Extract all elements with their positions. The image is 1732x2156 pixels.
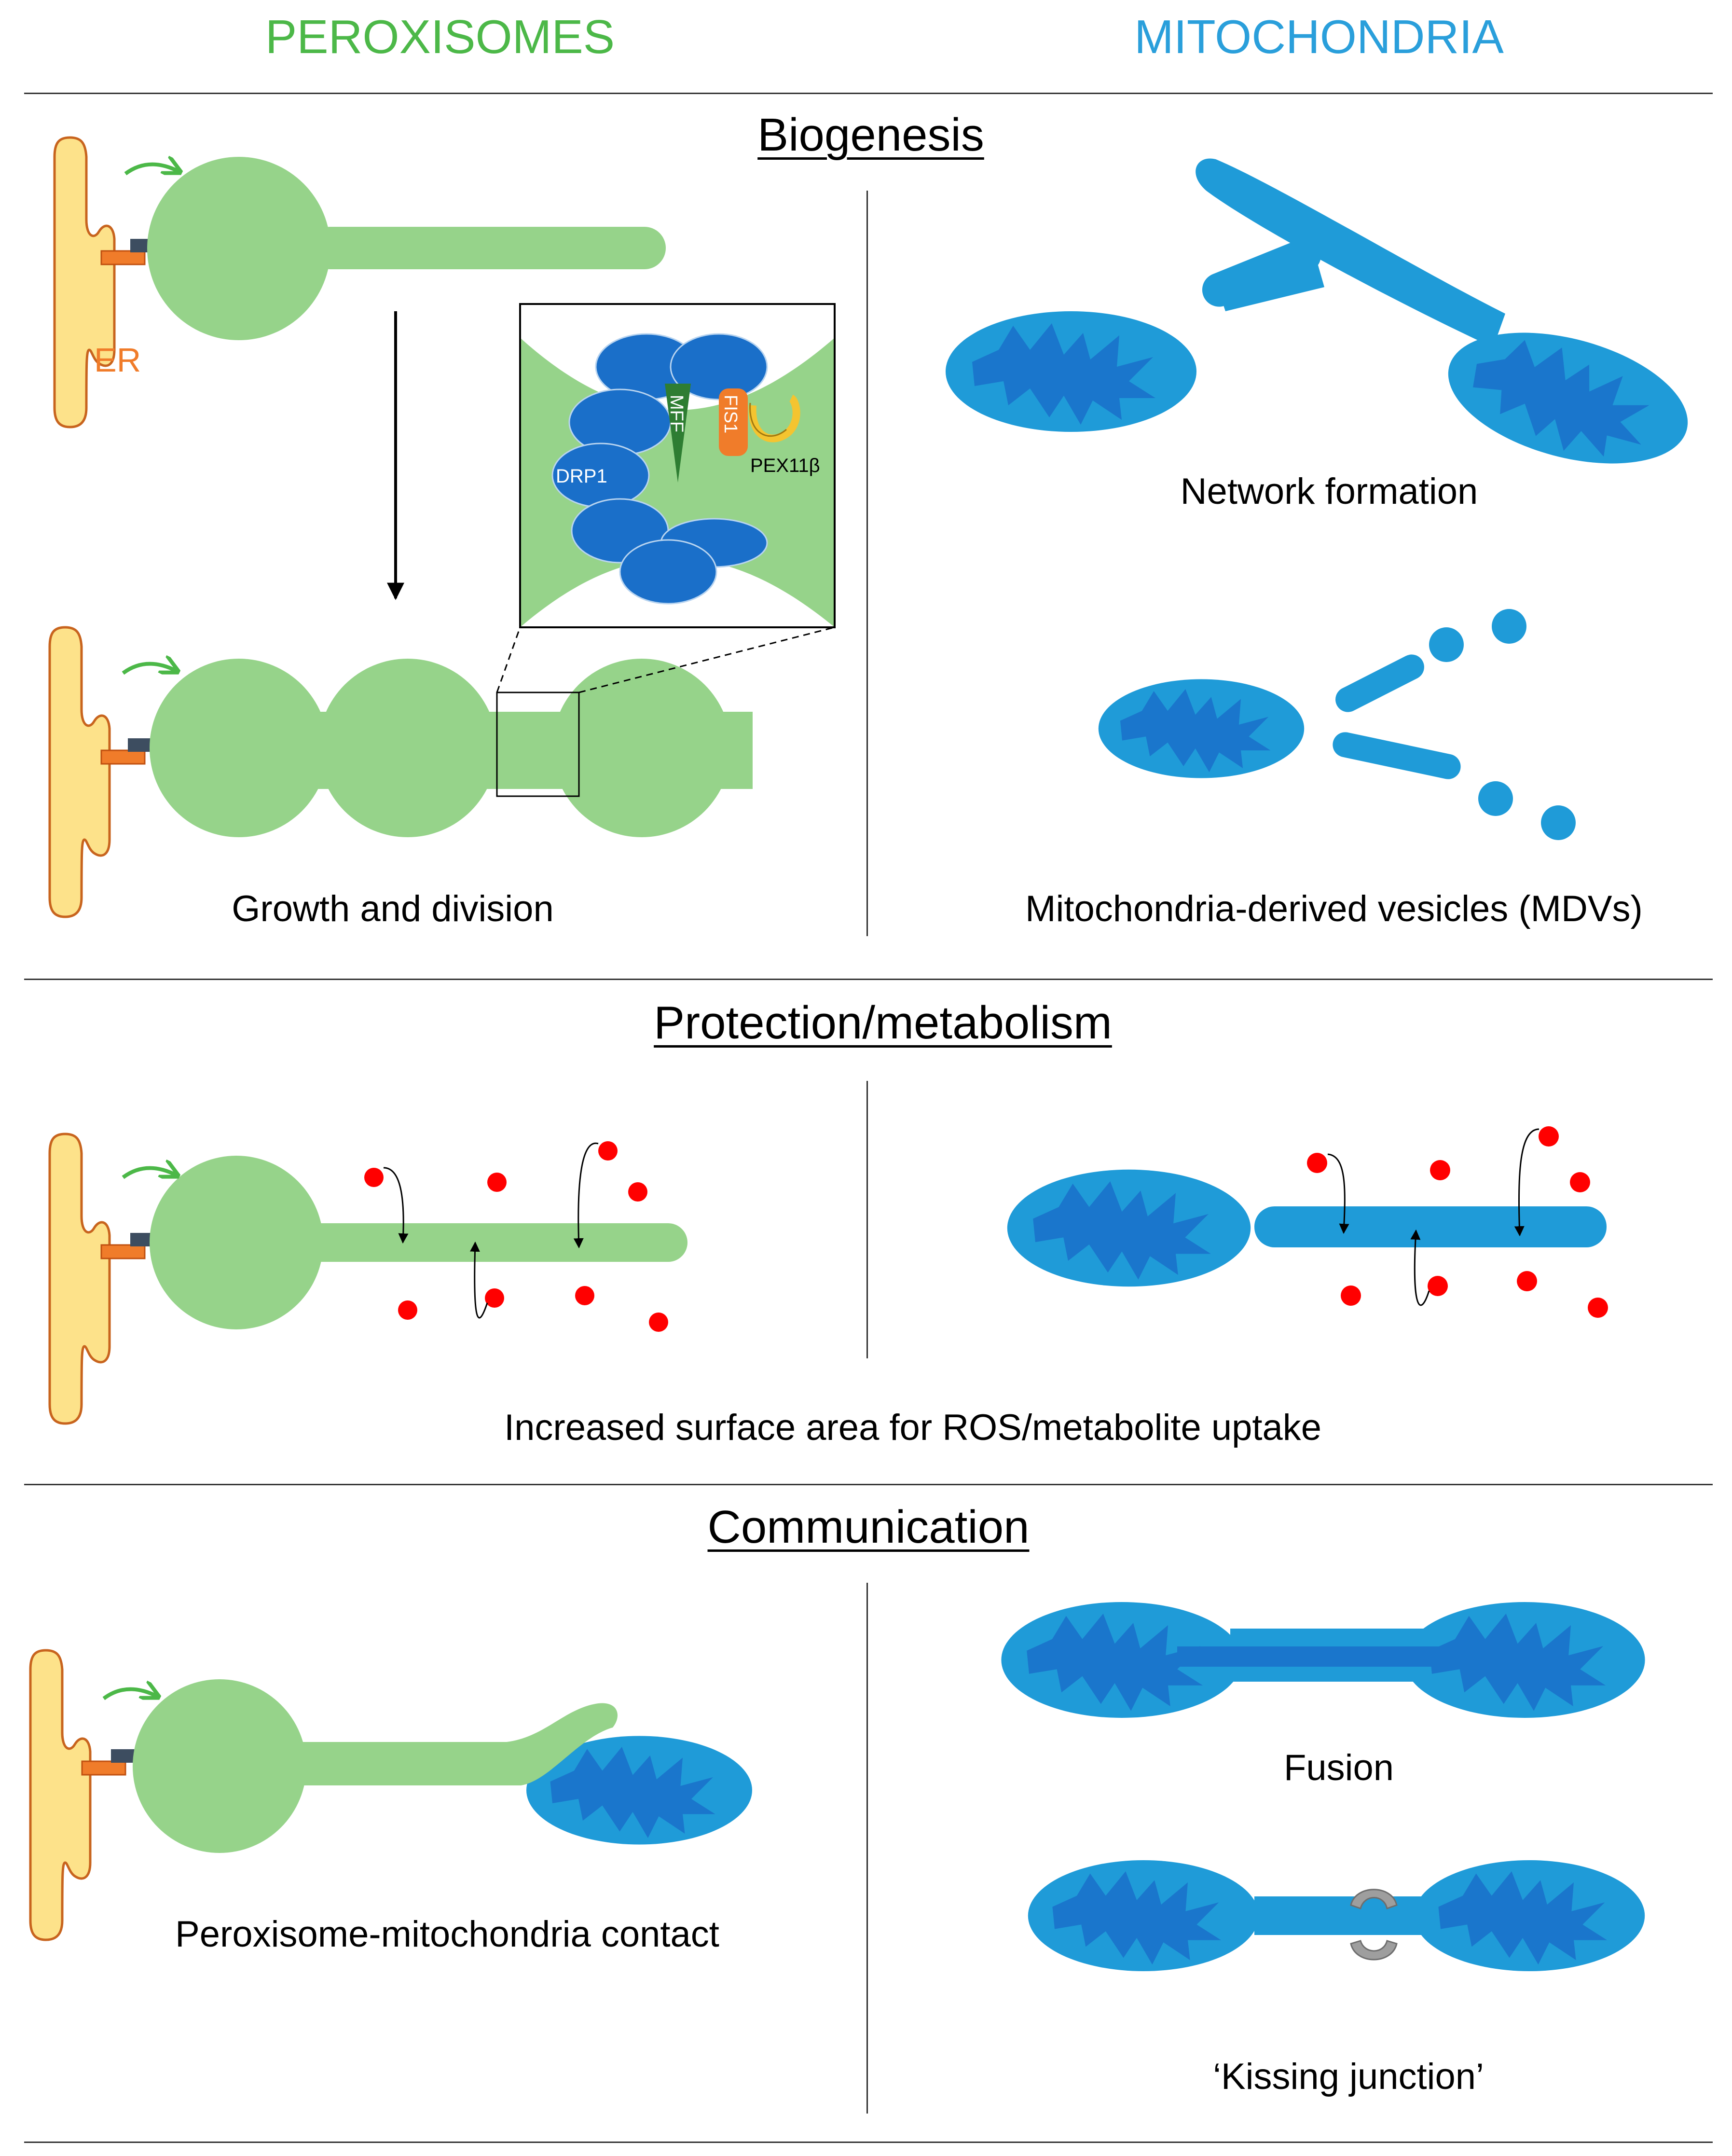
peroxisome-mitochondria-contact bbox=[30, 1650, 752, 1940]
pex11b-label: PEX11β bbox=[750, 455, 820, 476]
drp1-label: DRP1 bbox=[556, 466, 607, 487]
mitochondria-header: MITOCHONDRIA bbox=[1134, 10, 1504, 63]
fission-inset: DRP1 MFF FIS1 PEX11β bbox=[519, 303, 836, 628]
column-divider-protection bbox=[866, 1081, 868, 1358]
column-divider-communication bbox=[866, 1583, 868, 2114]
mff-label: MFF bbox=[666, 395, 687, 432]
contact-caption: Peroxisome-mitochondria contact bbox=[175, 1914, 719, 1955]
biogenesis-title: Biogenesis bbox=[757, 109, 984, 161]
constriction-box bbox=[496, 691, 580, 797]
protection-mitochondria bbox=[1007, 1126, 1608, 1318]
biogenesis-peroxisome-dividing bbox=[50, 627, 835, 917]
kissing-junction-mitochondria bbox=[1028, 1860, 1645, 1971]
network-formation-caption: Network formation bbox=[1180, 471, 1478, 512]
divider-protection-communication bbox=[24, 1484, 1713, 1485]
fusion-mitochondria bbox=[1001, 1602, 1645, 1718]
growth-division-caption: Growth and division bbox=[232, 888, 554, 929]
biogenesis-peroxisome-top: ER bbox=[55, 138, 666, 427]
kissing-junction-caption: ‘Kissing junction’ bbox=[1213, 2056, 1484, 2097]
junction-protein-top bbox=[1350, 1889, 1398, 1909]
fusion-caption: Fusion bbox=[1283, 1747, 1394, 1788]
junction-protein-bottom bbox=[1350, 1940, 1398, 1961]
ros-dots-right bbox=[1307, 1126, 1608, 1318]
fis1-label: FIS1 bbox=[720, 395, 741, 433]
er-label: ER bbox=[94, 341, 141, 379]
communication-title: Communication bbox=[707, 1501, 1030, 1553]
column-divider-biogenesis bbox=[866, 191, 868, 936]
protection-caption: Increased surface area for ROS/metabolit… bbox=[504, 1407, 1322, 1448]
peroxisomes-header: PEROXISOMES bbox=[265, 10, 615, 63]
ros-dots-left bbox=[364, 1141, 668, 1332]
network-formation bbox=[946, 158, 1702, 487]
divider-biogenesis-protection bbox=[24, 979, 1713, 980]
protection-peroxisome bbox=[50, 1134, 687, 1424]
mdv-caption: Mitochondria-derived vesicles (MDVs) bbox=[1025, 888, 1643, 929]
mdv-formation bbox=[1098, 609, 1576, 840]
protection-title: Protection/metabolism bbox=[654, 997, 1112, 1049]
divider-bottom bbox=[24, 2142, 1713, 2143]
divider-top bbox=[24, 93, 1713, 94]
